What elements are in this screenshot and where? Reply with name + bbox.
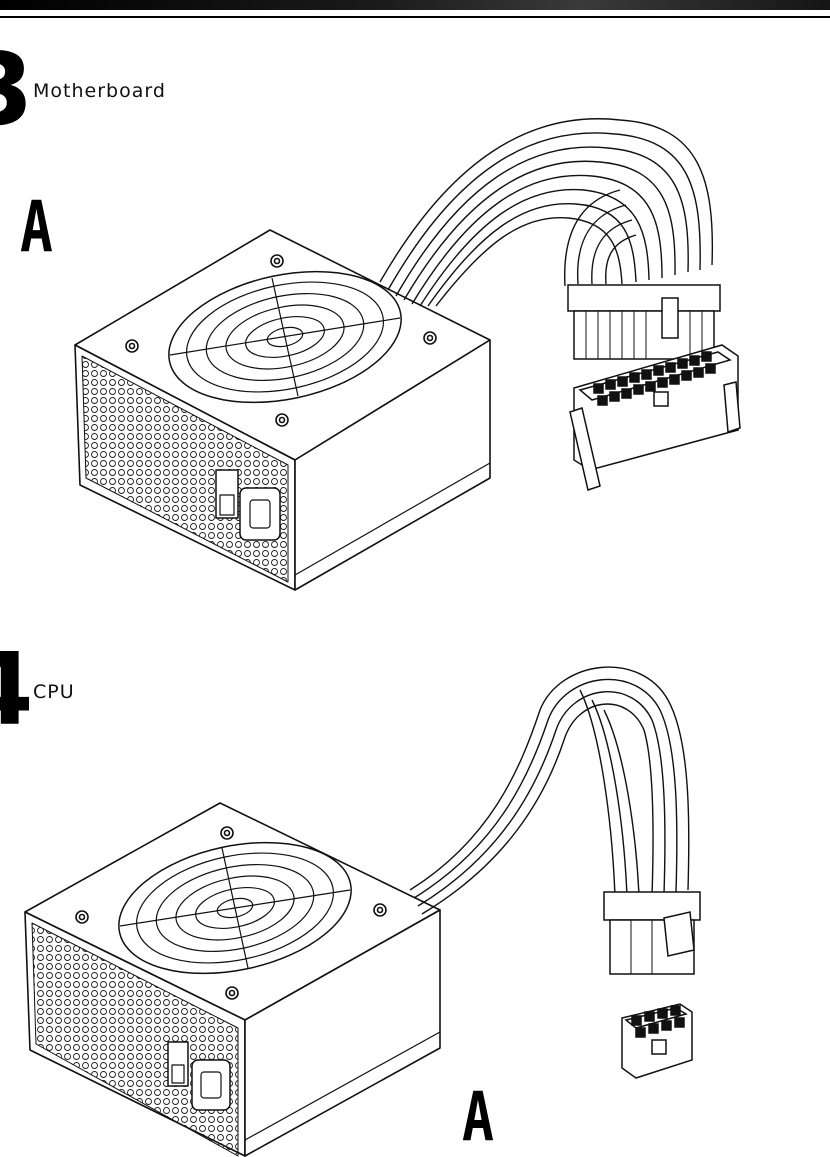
eps-8pin-socket bbox=[621, 1003, 693, 1079]
psu-cpu-illustration bbox=[24, 666, 701, 1157]
atx-cable-bundle bbox=[379, 118, 714, 307]
callout-label-a-bottom: A bbox=[462, 1078, 494, 1157]
callout-label-a-top: A bbox=[20, 186, 53, 268]
step-title-cpu: CPU bbox=[33, 681, 75, 703]
step-number-motherboard: 3 bbox=[0, 40, 34, 140]
step-title-motherboard: Motherboard bbox=[33, 80, 166, 102]
atx-24pin-socket bbox=[569, 344, 741, 491]
psu-motherboard-illustration bbox=[74, 118, 741, 591]
step-number-cpu: 4 bbox=[0, 640, 34, 740]
eps-cable-bundle bbox=[409, 666, 690, 915]
header-bar bbox=[0, 0, 830, 10]
atx-24pin-plug bbox=[567, 284, 721, 360]
header-rule bbox=[0, 16, 830, 18]
psu-side-panel bbox=[294, 339, 491, 591]
eps-8pin-plug bbox=[603, 891, 701, 975]
